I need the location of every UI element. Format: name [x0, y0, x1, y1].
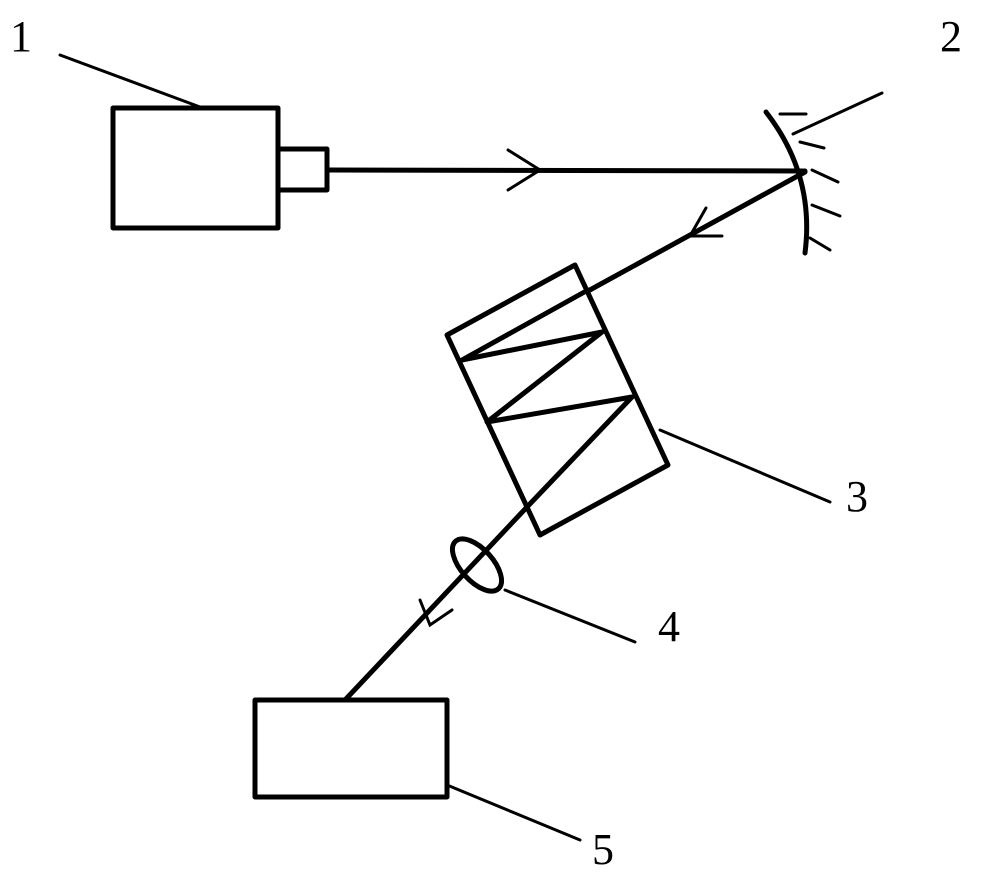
leader-line-5	[447, 785, 580, 840]
label-5: 5	[592, 828, 614, 872]
concave-mirror	[766, 112, 840, 253]
prism-block	[447, 265, 668, 535]
label-4: 4	[658, 605, 680, 649]
laser-source	[113, 108, 327, 228]
label-2: 2	[940, 15, 962, 59]
beam-horizontal	[327, 170, 805, 171]
lens	[444, 531, 511, 600]
beam-output	[345, 507, 527, 700]
leader-line-1	[60, 55, 200, 107]
detector-box	[255, 700, 447, 797]
leader-line-4	[505, 590, 635, 642]
label-3: 3	[846, 475, 868, 519]
leader-line-3	[660, 430, 830, 502]
label-1: 1	[10, 15, 32, 59]
beam-reflected	[588, 172, 805, 291]
